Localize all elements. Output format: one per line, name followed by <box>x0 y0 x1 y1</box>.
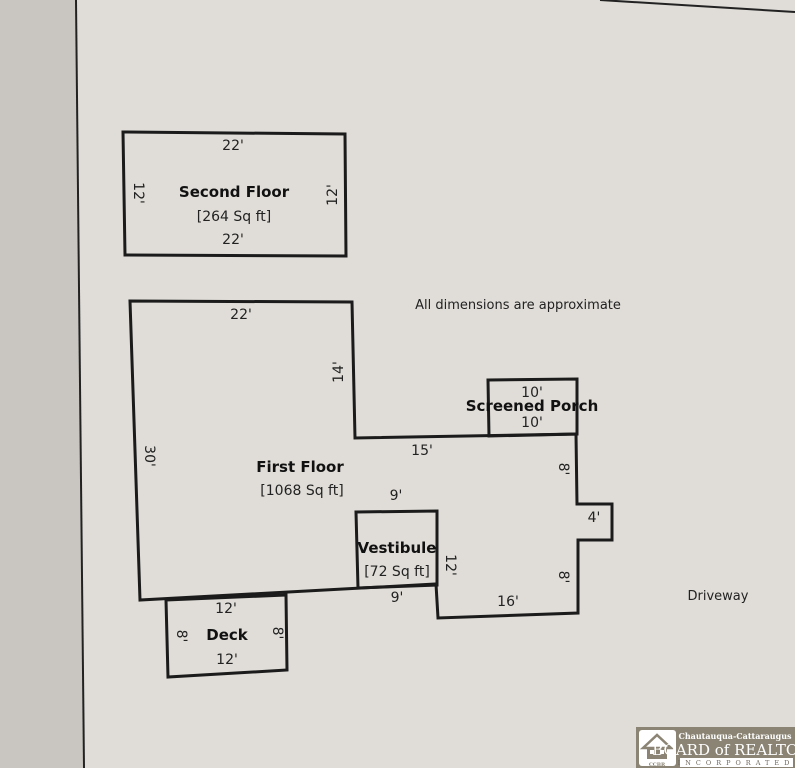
first-floor-left-dim: 30' <box>141 445 157 467</box>
first-floor-middle-dim: 15' <box>411 443 433 459</box>
porch-bottom-dim: 10' <box>521 415 543 431</box>
second-floor-bottom-dim: 22' <box>222 232 244 248</box>
second-floor-area: [264 Sq ft] <box>197 209 272 225</box>
deck-top-dim: 12' <box>215 601 237 617</box>
vestibule-bottom-dim: 9' <box>391 590 404 606</box>
second-floor-left-dim: 12' <box>130 182 146 204</box>
first-floor-area: [1068 Sq ft] <box>260 483 343 499</box>
first-floor-top-dim: 22' <box>230 307 252 323</box>
driveway-label: Driveway <box>688 589 749 604</box>
vestibule-title: Vestibule <box>358 539 437 557</box>
vestibule: Vestibule [72 Sq ft] <box>354 509 439 590</box>
first-floor: 22' 14' 30' 15' 9' 8' 4' 8' 16' 9' 12' F… <box>128 299 614 620</box>
svg-text:INCORPORATED: INCORPORATED <box>678 759 795 767</box>
deck-title: Deck <box>206 626 249 644</box>
page-border-left <box>75 0 85 768</box>
first-floor-right-upper-dim: 14' <box>331 361 347 383</box>
deck-right-dim: 8' <box>269 627 285 640</box>
first-floor-right-a-dim: 8' <box>555 463 571 476</box>
svg-text:Chautauqua-Cattaraugus: Chautauqua-Cattaraugus <box>678 731 792 741</box>
deck-left-dim: 8' <box>173 630 189 643</box>
porch-top-dim: 10' <box>521 385 543 401</box>
first-floor-title: First Floor <box>256 458 344 476</box>
first-floor-right-b-dim: 8' <box>555 571 571 584</box>
first-floor-bottom-dim: 16' <box>497 594 519 610</box>
first-floor-bump-dim: 4' <box>588 510 601 526</box>
porch-title: Screened Porch <box>466 397 599 415</box>
second-floor-right-dim: 12' <box>325 184 341 206</box>
second-floor-title: Second Floor <box>179 183 290 201</box>
second-floor-top-dim: 22' <box>222 138 244 154</box>
paper <box>76 0 795 768</box>
deck: 12' 8' Deck 8' 12' <box>164 593 289 679</box>
deck-bottom-dim: 12' <box>216 652 238 668</box>
vestibule-side-dim: 12' <box>442 554 458 576</box>
svg-text:BOARD of REALTORS: BOARD of REALTORS <box>652 741 795 759</box>
svg-text:CCBR: CCBR <box>649 762 666 768</box>
first-floor-inner-dim: 9' <box>390 488 403 504</box>
second-floor: 22' 22' 12' 12' Second Floor [264 Sq ft] <box>121 130 348 258</box>
board-of-realtors-logo: CCBR Chautauqua-Cattaraugus BOARD of REA… <box>636 727 795 768</box>
page-border-top <box>599 0 795 13</box>
approximate-note: All dimensions are approximate <box>415 298 621 313</box>
screened-porch: 10' Screened Porch 10' <box>466 377 599 438</box>
vestibule-area: [72 Sq ft] <box>364 564 430 580</box>
